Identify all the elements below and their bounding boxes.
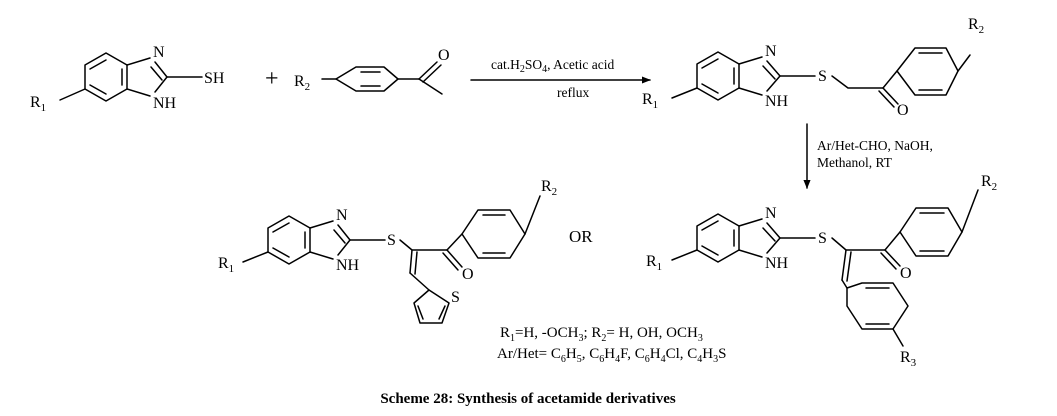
imine-nitrogen-label: N bbox=[336, 207, 348, 224]
amine-nh-label: NH bbox=[765, 255, 789, 272]
r2-substituent-label: R2 bbox=[294, 73, 310, 93]
substituent-line-2: Ar/Het= C6H5, C6H4F, C6H4Cl, C4H3S bbox=[497, 346, 726, 365]
r2-substituent-label: R2 bbox=[968, 16, 984, 36]
substituent-line-1: R1=H, -OCH3; R2= H, OH, OCH3 bbox=[500, 325, 703, 344]
or-label: OR bbox=[569, 227, 593, 246]
r2-substituent-label: R2 bbox=[981, 173, 997, 193]
reactant-acetophenone: R2 O bbox=[294, 47, 450, 95]
imine-nitrogen-label: N bbox=[765, 43, 777, 60]
sulfur-label: S bbox=[818, 68, 827, 85]
sulfur-label: S bbox=[818, 230, 827, 247]
step2-reagents-text: Ar/Het-CHO, NaOH, bbox=[817, 138, 933, 153]
ketone-oxygen-label: O bbox=[462, 266, 474, 283]
amine-nh-label: NH bbox=[765, 93, 789, 110]
step1-catalyst-text: cat.H2SO4, Acetic acid bbox=[491, 57, 614, 75]
imine-nitrogen-label: N bbox=[153, 44, 165, 61]
amine-nh-label: NH bbox=[153, 95, 177, 112]
product-thienyl-chalcone: N NH S O S R1 R2 bbox=[218, 178, 557, 324]
r1-substituent-label: R1 bbox=[642, 91, 658, 111]
r2-substituent-label: R2 bbox=[541, 178, 557, 198]
r1-substituent-label: R1 bbox=[30, 94, 46, 114]
step1-arrow: cat.H2SO4, Acetic acid reflux bbox=[470, 57, 651, 100]
step2-arrow: Ar/Het-CHO, NaOH, Methanol, RT bbox=[803, 123, 933, 189]
r1-substituent-label: R1 bbox=[218, 255, 234, 275]
sulfur-label: S bbox=[387, 232, 396, 249]
plus-sign: + bbox=[265, 66, 279, 92]
intermediate-thioether-ketone: N NH S O R1 R2 bbox=[642, 16, 984, 119]
product-aryl-chalcone: N NH S O R1 R2 R3 bbox=[646, 173, 997, 369]
step1-condition-text: reflux bbox=[557, 85, 589, 100]
substituent-legend: R1=H, -OCH3; R2= H, OH, OCH3 Ar/Het= C6H… bbox=[497, 325, 726, 365]
step2-solvent-text: Methanol, RT bbox=[817, 155, 893, 170]
ketone-oxygen-label: O bbox=[897, 102, 909, 119]
ketone-oxygen-label: O bbox=[438, 47, 450, 64]
r3-substituent-label: R3 bbox=[900, 349, 917, 369]
thiol-sh-label: SH bbox=[204, 70, 225, 87]
amine-nh-label: NH bbox=[336, 257, 360, 274]
imine-nitrogen-label: N bbox=[765, 205, 777, 222]
scheme-caption: Scheme 28: Synthesis of acetamide deriva… bbox=[380, 391, 676, 407]
reactant-mercaptobenzimidazole: N NH SH R1 bbox=[30, 44, 225, 114]
thiophene-sulfur-label: S bbox=[451, 289, 460, 306]
ketone-oxygen-label: O bbox=[900, 265, 912, 282]
r1-substituent-label: R1 bbox=[646, 253, 662, 273]
